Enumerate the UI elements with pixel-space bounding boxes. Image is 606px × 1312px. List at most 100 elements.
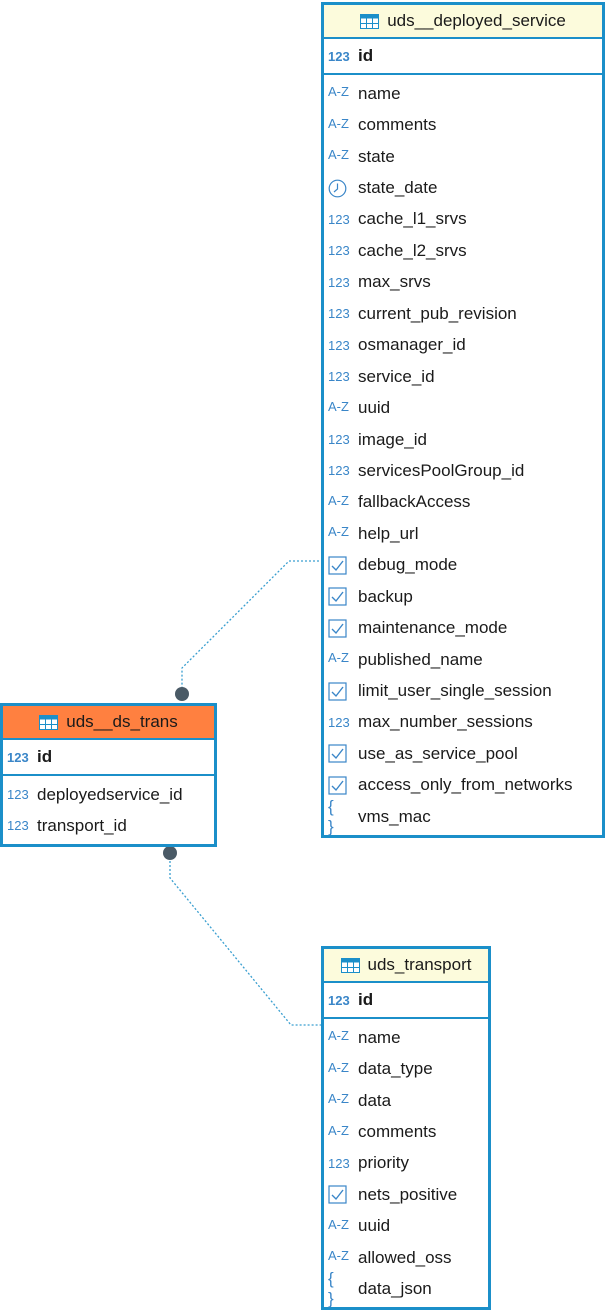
- table-icon: [340, 957, 360, 973]
- column-name: name: [358, 1027, 401, 1047]
- column-name: current_pub_revision: [358, 303, 517, 323]
- column-name: name: [358, 83, 401, 103]
- column-name: published_name: [358, 649, 483, 669]
- column-name: vms_mac: [358, 806, 431, 826]
- column-name: data: [358, 1090, 392, 1110]
- type-label: A-Z: [328, 492, 349, 508]
- column-name: uuid: [358, 1216, 391, 1236]
- numeric-type-icon: 123: [328, 1156, 354, 1171]
- column-name: use_as_service_pool: [358, 743, 518, 763]
- numeric-type-icon: 123: [328, 463, 354, 478]
- column-name: backup: [358, 586, 413, 606]
- column-name: nets_positive: [358, 1184, 458, 1204]
- column-name: help_url: [358, 523, 419, 543]
- column-row[interactable]: A-Z help_url: [324, 518, 602, 549]
- column-row[interactable]: nets_positive: [324, 1179, 488, 1210]
- table-name: uds_transport: [367, 955, 472, 974]
- numeric-type-icon: 123: [328, 212, 354, 227]
- type-label: 123: [328, 432, 350, 448]
- type-label: 123: [328, 1155, 350, 1171]
- column-row[interactable]: 123 transport_id: [3, 810, 214, 841]
- text-type-icon: A-Z: [328, 1028, 354, 1045]
- table-header[interactable]: uds_transport: [324, 949, 488, 983]
- fk-line-transport[interactable]: [169, 853, 323, 1026]
- text-type-icon: A-Z: [328, 1248, 354, 1265]
- numeric-type-icon: 123: [7, 818, 33, 833]
- column-row[interactable]: access_only_from_networks: [324, 770, 602, 801]
- type-label: A-Z: [328, 115, 349, 131]
- type-label: 123: [328, 463, 350, 479]
- fk-line-deployed-service[interactable]: [181, 560, 323, 694]
- column-name: comments: [358, 115, 437, 135]
- type-label: A-Z: [328, 1248, 349, 1264]
- type-label: A-Z: [328, 398, 349, 414]
- text-type-icon: A-Z: [328, 650, 354, 667]
- column-row[interactable]: 123 cache_l1_srvs: [324, 204, 602, 235]
- checkbox-icon: [328, 556, 354, 575]
- table-header[interactable]: uds__ds_trans: [3, 706, 214, 740]
- checkbox-icon: [328, 744, 354, 764]
- fk-endpoint-deployed-service: [175, 687, 189, 701]
- primary-key-name: id: [358, 46, 374, 65]
- type-label: 123: [7, 787, 29, 802]
- table-header[interactable]: uds__deployed_service: [324, 5, 602, 39]
- numeric-type-icon: 123: [328, 306, 354, 321]
- type-label: 123: [328, 48, 350, 64]
- column-row[interactable]: { }data_json: [324, 1269, 488, 1308]
- numeric-type-icon: 123: [7, 787, 33, 802]
- numeric-type-icon: 123: [328, 715, 354, 730]
- column-row[interactable]: use_as_service_pool: [324, 738, 602, 769]
- column-row[interactable]: state_date: [324, 172, 602, 203]
- column-name: transport_id: [37, 815, 127, 835]
- column-name: comments: [358, 1122, 437, 1142]
- column-name: maintenance_mode: [358, 618, 508, 638]
- primary-key-row[interactable]: 123 id: [324, 39, 602, 75]
- numeric-type-icon: 123: [328, 338, 354, 353]
- column-name: state: [358, 146, 395, 166]
- column-row[interactable]: maintenance_mode: [324, 612, 602, 643]
- column-row[interactable]: A-Z comments: [324, 109, 602, 140]
- column-row[interactable]: backup: [324, 581, 602, 612]
- checkbox-icon: [328, 619, 354, 638]
- column-row[interactable]: { }vms_mac: [324, 797, 602, 836]
- numeric-type-icon: 123: [328, 993, 354, 1008]
- table-name: uds__ds_trans: [66, 712, 178, 731]
- type-label: 123: [328, 306, 350, 322]
- json-type-icon: { }: [328, 1269, 354, 1309]
- column-row[interactable]: debug_mode: [324, 550, 602, 581]
- column-name: cache_l1_srvs: [358, 209, 467, 229]
- type-label: A-Z: [328, 524, 349, 540]
- table-name: uds__deployed_service: [387, 11, 566, 30]
- column-row[interactable]: limit_user_single_session: [324, 675, 602, 706]
- type-label: 123: [7, 818, 29, 833]
- column-row[interactable]: 123 current_pub_revision: [324, 298, 602, 329]
